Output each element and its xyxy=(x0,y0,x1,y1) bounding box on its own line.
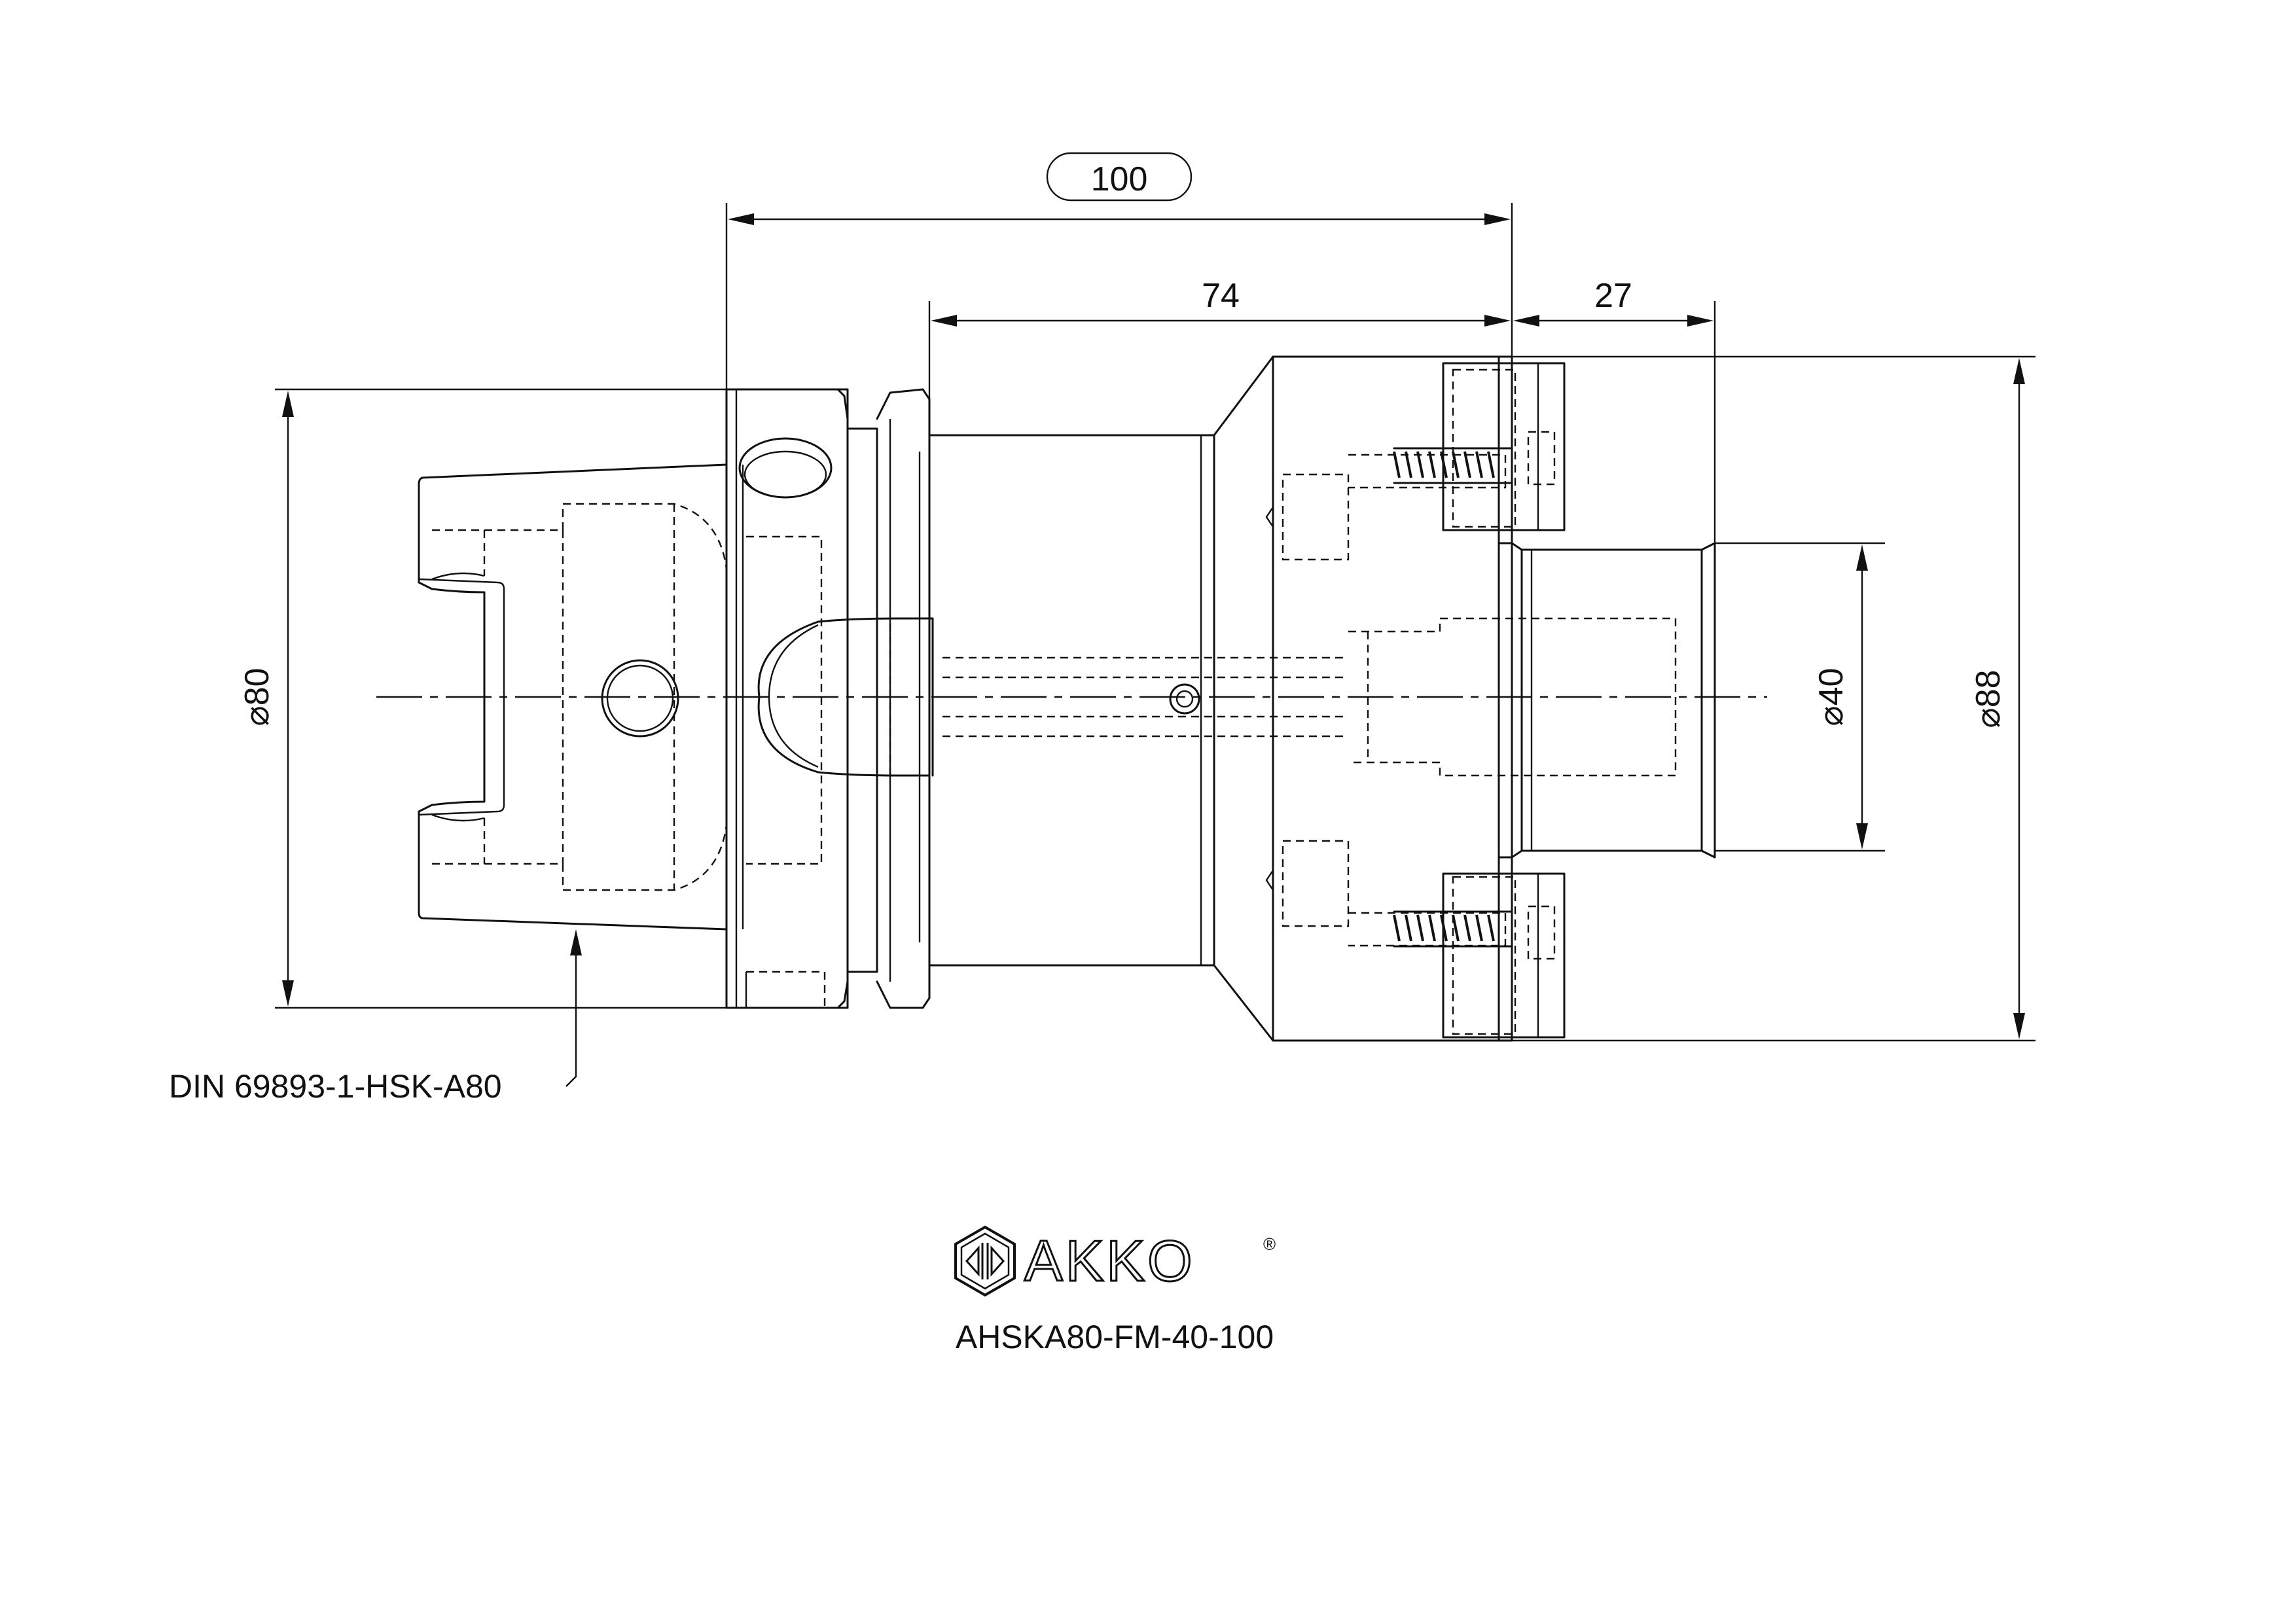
brand-name: AKKO xyxy=(1024,1228,1195,1293)
dim-pilot-diameter-label: ⌀40 xyxy=(1812,668,1850,726)
gripper-flange xyxy=(725,388,934,1009)
dim-shank-diameter-label: ⌀80 xyxy=(238,668,276,726)
hsk-shank xyxy=(418,463,728,931)
adapter-head xyxy=(1282,355,1677,1042)
tool-body xyxy=(928,355,1513,1042)
dim-pilot-length-label: 27 xyxy=(1594,277,1632,315)
registered-mark: ® xyxy=(1263,1234,1276,1254)
dim-flange-diameter-label: ⌀88 xyxy=(1969,669,2007,728)
part-number: AHSKA80-FM-40-100 xyxy=(956,1319,1274,1355)
akko-logo-icon: AKKO ® xyxy=(954,1225,1276,1297)
dim-body-length-label: 74 xyxy=(1202,277,1240,315)
dimension-pilot-length: 27 xyxy=(1513,277,1716,543)
dimension-flange-diameter: ⌀88 xyxy=(1512,355,2036,1042)
standard-label: DIN 69893-1-HSK-A80 xyxy=(169,1068,502,1105)
dim-overall-length-label: 100 xyxy=(1091,160,1148,198)
standard-callout: DIN 69893-1-HSK-A80 xyxy=(169,929,582,1105)
pilot xyxy=(1498,542,1716,859)
thread-top xyxy=(1393,447,1513,484)
thread-bottom xyxy=(1393,910,1513,948)
dimension-shank-diameter: ⌀80 xyxy=(238,388,726,1009)
dimension-overall-length: 100 xyxy=(725,152,1513,389)
dimension-pilot-diameter: ⌀40 xyxy=(1715,542,1885,852)
dimension-body-length: 74 xyxy=(928,277,1511,435)
